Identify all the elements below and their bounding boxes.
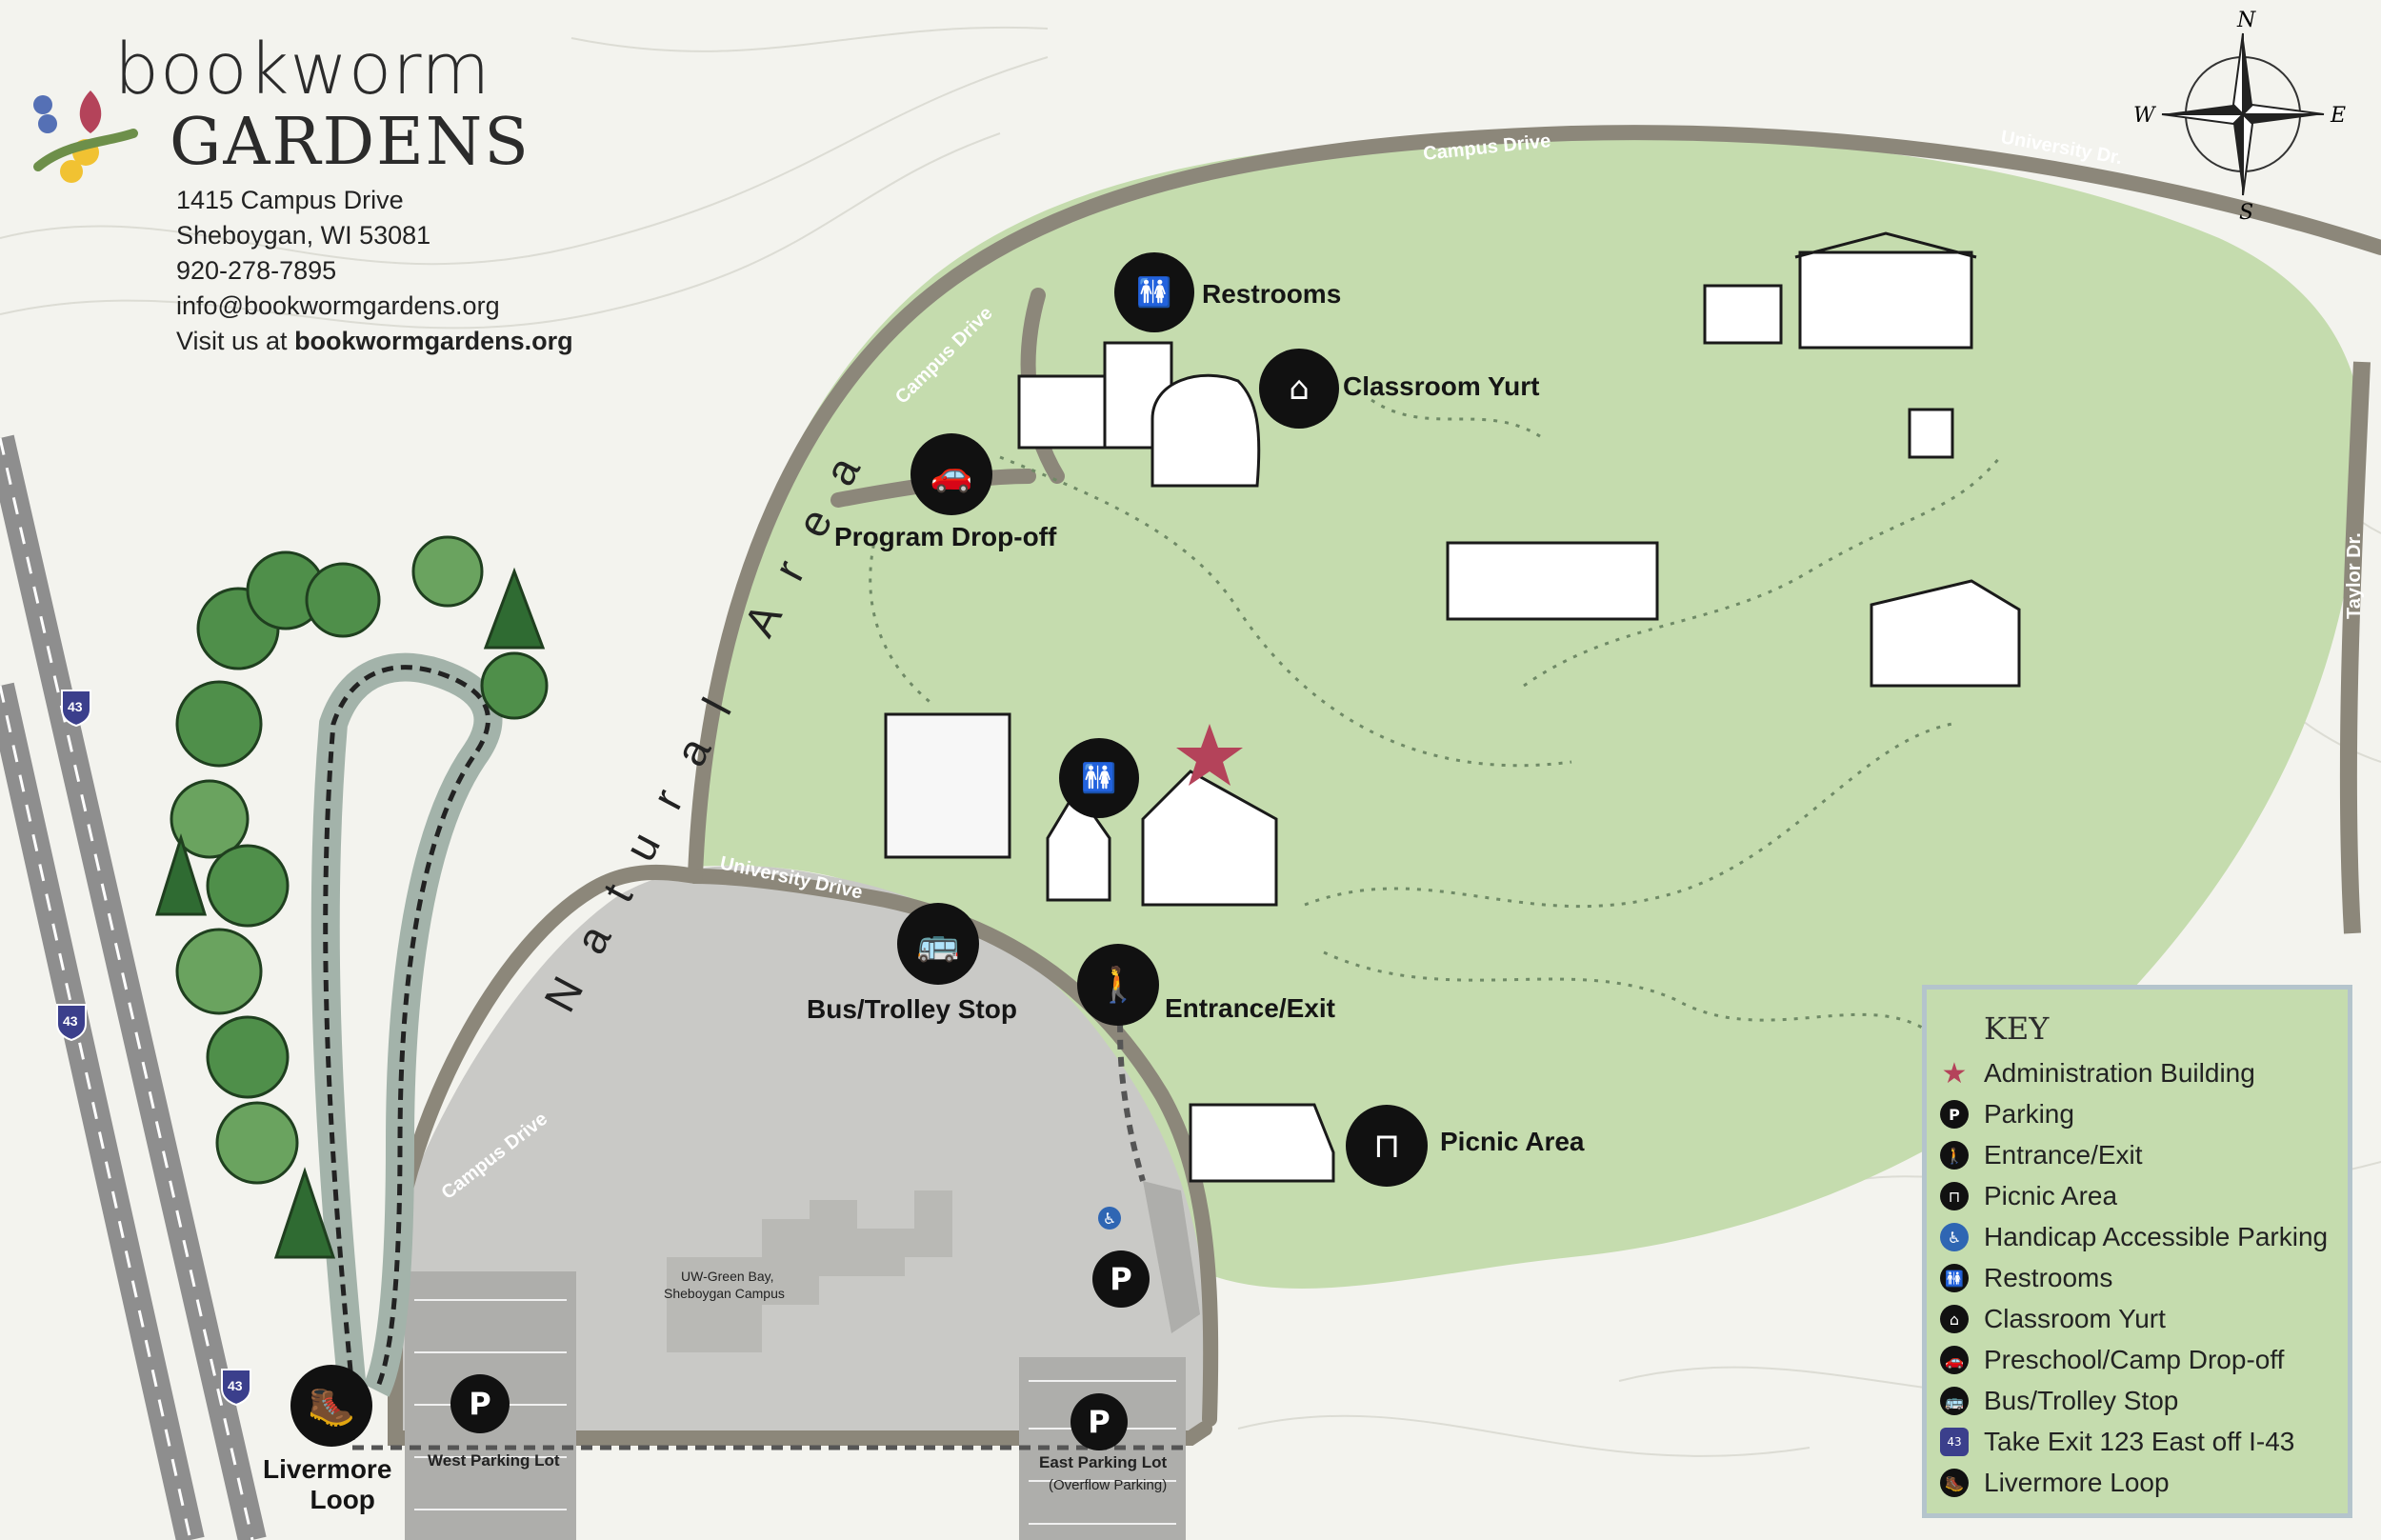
parking-letter: P (469, 1386, 491, 1422)
taylor-road (2339, 361, 2371, 934)
trees (154, 535, 549, 1259)
logo-flower-icon (33, 90, 138, 183)
bus-icon: 🚌 (1940, 1387, 1969, 1415)
key-label: Administration Building (1984, 1058, 2255, 1088)
phone-number[interactable]: 920-278-7895 (176, 256, 337, 285)
parking-west-icon[interactable]: P (450, 1374, 510, 1433)
label-program-dropoff[interactable]: Program Drop-off (834, 522, 1057, 551)
label-campus-line1: UW-Green Bay, (681, 1269, 774, 1284)
key-label: Bus/Trolley Stop (1984, 1386, 2179, 1415)
interstate-number: 43 (1947, 1435, 1962, 1449)
bus-icon[interactable]: 🚌 (897, 903, 979, 985)
road-label-taylor: Taylor Dr. (2344, 532, 2365, 619)
key-label: Restrooms (1984, 1263, 2113, 1292)
address-line1: 1415 Campus Drive (176, 186, 404, 214)
campus-lot (395, 865, 1211, 1438)
label-picnic[interactable]: Picnic Area (1440, 1127, 1585, 1156)
key-item-restrooms[interactable]: 🚻 Restrooms (1940, 1259, 2112, 1297)
interstate-icon: 43 (1940, 1428, 1969, 1456)
label-east-lot[interactable]: East Parking Lot (1039, 1453, 1168, 1471)
compass-n: N (2236, 9, 2256, 32)
restroom-admin-icon[interactable]: 🚻 (1059, 738, 1139, 818)
parking-east-icon[interactable]: P (1092, 1250, 1150, 1308)
brand-line2: GARDENS (170, 105, 530, 180)
car-icon: 🚗 (1940, 1346, 1969, 1374)
shield-2-number: 43 (63, 1013, 78, 1029)
admin-star-marker (1176, 724, 1243, 786)
garden-trails (869, 398, 2002, 1182)
star-icon: ★ (1941, 1056, 1968, 1090)
picnic-icon[interactable]: ⊓ (1346, 1105, 1428, 1187)
restroom-icon: 🚻 (1940, 1264, 1969, 1292)
key-item-livermore[interactable]: 🥾 Livermore Loop (1940, 1464, 2170, 1502)
label-livermore[interactable]: Livermore Loop (263, 1454, 391, 1515)
key-label: Preschool/Camp Drop-off (1984, 1345, 2285, 1374)
yurt-icon: ⌂ (1940, 1305, 1969, 1333)
key-item-dropoff[interactable]: 🚗 Preschool/Camp Drop-off (1940, 1341, 2284, 1379)
hiker-icon: 🥾 (1940, 1469, 1969, 1497)
key-item-picnic[interactable]: ⊓ Picnic Area (1940, 1177, 2117, 1215)
website-link[interactable]: bookwormgardens.org (294, 327, 573, 355)
email-link[interactable]: info@bookwormgardens.org (176, 291, 500, 320)
key-label: Picnic Area (1984, 1181, 2118, 1210)
compass-rose: N S E W (2133, 9, 2346, 225)
walking-icon[interactable]: 🚶 (1077, 944, 1159, 1026)
key-item-interstate[interactable]: 43 Take Exit 123 East off I-43 (1940, 1423, 2294, 1461)
label-west-lot[interactable]: West Parking Lot (428, 1451, 560, 1470)
label-campus-line2: Sheboygan Campus (664, 1286, 785, 1301)
parking-letter: P (1110, 1261, 1132, 1297)
key-item-admin[interactable]: ★ Administration Building (1940, 1054, 2255, 1092)
wheelchair-icon: ♿ (1940, 1223, 1969, 1251)
key-label: Classroom Yurt (1984, 1304, 2166, 1333)
map-key: KEY ★ Administration Building P Parking 🚶 E… (1922, 985, 2352, 1518)
label-entrance[interactable]: Entrance/Exit (1165, 993, 1335, 1023)
key-label: Parking (1984, 1099, 2074, 1129)
yurt-icon[interactable]: ⌂ (1259, 349, 1339, 429)
shield-3-number: 43 (228, 1378, 243, 1393)
wheelchair-icon[interactable]: ♿ (1098, 1207, 1121, 1230)
key-label: Livermore Loop (1984, 1468, 2170, 1497)
label-restrooms[interactable]: Restrooms (1202, 279, 1342, 309)
key-label: Take Exit 123 East off I-43 (1984, 1427, 2295, 1456)
visit-line: Visit us at bookwormgardens.org (176, 324, 573, 359)
key-item-entrance[interactable]: 🚶 Entrance/Exit (1940, 1136, 2143, 1174)
key-item-handicap[interactable]: ♿ Handicap Accessible Parking (1940, 1218, 2328, 1256)
hiker-icon[interactable]: 🥾 (290, 1365, 372, 1447)
car-icon[interactable]: 🚗 (910, 433, 992, 515)
building-sketches (884, 231, 2021, 1183)
visit-prefix: Visit us at (176, 327, 295, 355)
handicap-parking-strip (1143, 1181, 1200, 1333)
interstate-shields: 43 43 43 (56, 690, 251, 1407)
label-bus-stop[interactable]: Bus/Trolley Stop (807, 994, 1017, 1024)
address-line2: Sheboygan, WI 53081 (176, 221, 431, 250)
key-item-parking[interactable]: P Parking (1940, 1095, 2074, 1133)
parking-icon: P (1940, 1100, 1969, 1129)
campus-buildings (667, 1190, 952, 1352)
label-livermore-line2: Loop (310, 1485, 375, 1514)
walking-icon: 🚶 (1940, 1141, 1969, 1170)
key-item-bus[interactable]: 🚌 Bus/Trolley Stop (1940, 1382, 2178, 1420)
key-item-yurt[interactable]: ⌂ Classroom Yurt (1940, 1300, 2166, 1338)
restroom-icon[interactable]: 🚻 (1114, 252, 1194, 332)
label-east-lot-sub: (Overflow Parking) (1049, 1477, 1168, 1493)
brand-line1: bookworm (114, 29, 491, 110)
label-classroom-yurt[interactable]: Classroom Yurt (1343, 371, 1540, 401)
interstate-highway (0, 434, 267, 1540)
parking-east-lot-icon[interactable]: P (1070, 1393, 1128, 1450)
picnic-icon: ⊓ (1940, 1182, 1969, 1210)
compass-w: W (2133, 104, 2157, 128)
shield-1-number: 43 (68, 699, 83, 714)
compass-s: S (2239, 201, 2253, 225)
compass-e: E (2330, 104, 2346, 128)
key-label: Handicap Accessible Parking (1984, 1222, 2329, 1251)
key-label: Entrance/Exit (1984, 1140, 2143, 1170)
parking-letter: P (1088, 1404, 1110, 1440)
contact-block: 1415 Campus Drive Sheboygan, WI 53081 92… (176, 183, 573, 359)
key-title: KEY (1984, 1010, 2050, 1047)
label-livermore-line1: Livermore (263, 1454, 392, 1484)
